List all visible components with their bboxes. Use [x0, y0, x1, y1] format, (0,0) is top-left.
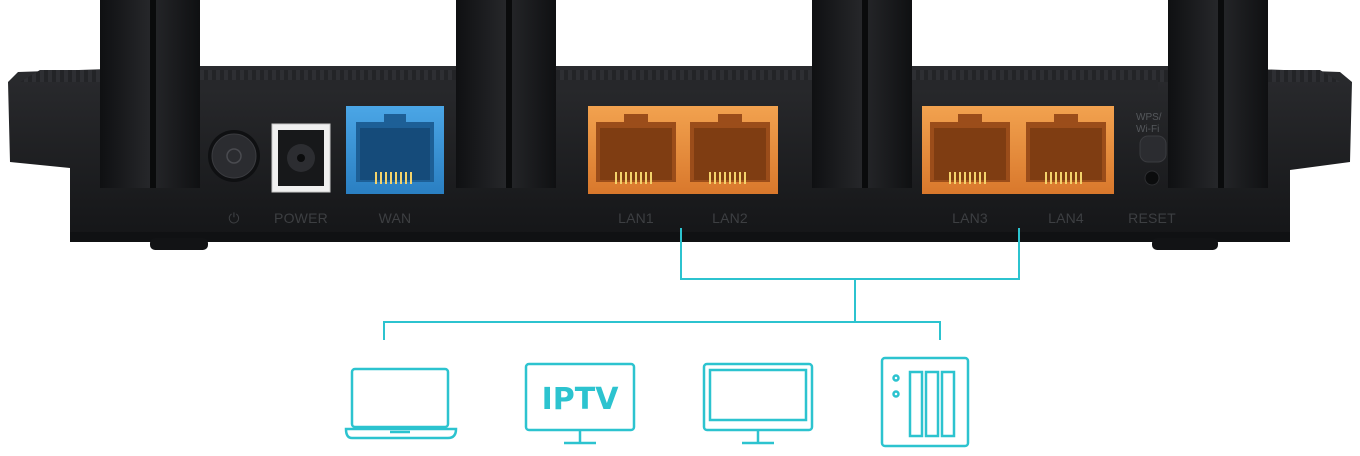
lan-port-2	[684, 106, 778, 194]
lan-port-1	[588, 106, 684, 194]
nas-storage-icon	[880, 356, 970, 448]
power-jack	[271, 123, 331, 193]
wps-label-line1: WPS/	[1136, 112, 1162, 123]
wan-label: WAN	[379, 210, 412, 226]
lan4-label: LAN4	[1048, 210, 1084, 226]
antennas	[100, 0, 1268, 188]
lan2-label: LAN2	[712, 210, 748, 226]
iptv-label: IPTV	[542, 382, 620, 417]
reset-label: RESET	[1128, 210, 1176, 226]
wps-wifi-button[interactable]	[1139, 135, 1167, 163]
lan-port-4	[1018, 106, 1114, 194]
laptop-icon	[344, 367, 458, 440]
router-foot-right	[1152, 238, 1218, 250]
desktop-monitor-icon	[702, 362, 814, 445]
iptv-icon: IPTV	[524, 362, 636, 445]
wps-label-line2: Wi-Fi	[1136, 124, 1159, 135]
lan-port-3	[922, 106, 1018, 194]
lan1-label: LAN1	[618, 210, 654, 226]
wan-port	[346, 106, 444, 194]
power-label: POWER	[274, 210, 328, 226]
connection-lines	[383, 228, 1020, 340]
power-button[interactable]	[208, 130, 260, 182]
lan3-label: LAN3	[952, 210, 988, 226]
reset-hole[interactable]	[1144, 170, 1160, 186]
power-icon-label: ⏻	[228, 210, 239, 226]
router-foot-left	[150, 238, 208, 250]
